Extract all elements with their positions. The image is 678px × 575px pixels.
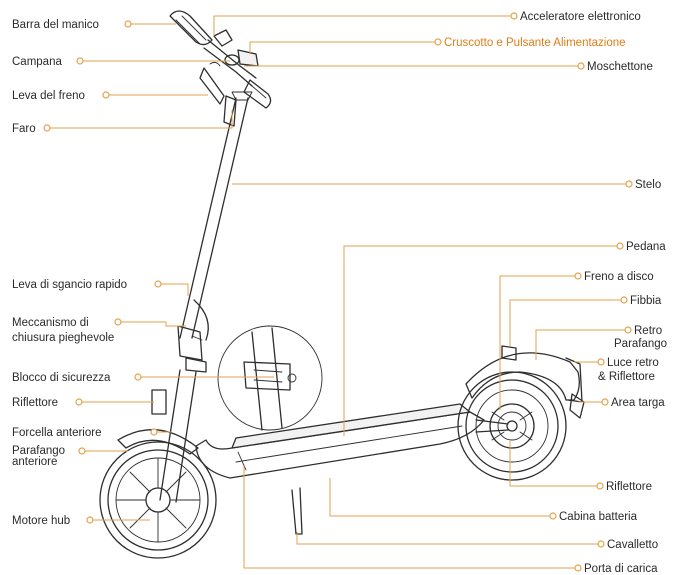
label-leva-sgancio: Leva di sgancio rapido bbox=[12, 279, 127, 291]
label-porta-carica: Porta di carica bbox=[584, 563, 658, 575]
label-meccanismo-line2: chiusura pieghevole bbox=[12, 332, 114, 344]
callout-labels: Barra del manico Campana Leva del freno … bbox=[12, 11, 667, 575]
label-acceleratore: Acceleratore elettronico bbox=[520, 11, 641, 23]
scooter-illustration bbox=[99, 10, 585, 559]
label-forcella: Forcella anteriore bbox=[12, 427, 101, 439]
label-faro: Faro bbox=[12, 123, 36, 135]
stem bbox=[179, 91, 253, 339]
label-riflettore-anteriore: Riflettore bbox=[12, 397, 58, 409]
label-leva-freno: Leva del freno bbox=[12, 90, 85, 102]
label-freno-disco: Freno a disco bbox=[584, 271, 654, 283]
label-pedana: Pedana bbox=[626, 241, 666, 253]
folding-mechanism bbox=[177, 299, 209, 373]
label-riflettore-posteriore: Riflettore bbox=[606, 481, 652, 493]
label-luce-retro-line1: Luce retro bbox=[607, 357, 659, 369]
label-cruscotto: Cruscotto e Pulsante Alimentazione bbox=[444, 37, 626, 49]
label-cabina-batteria: Cabina batteria bbox=[559, 511, 638, 523]
label-luce-retro-line2: & Riflettore bbox=[598, 371, 655, 383]
label-stelo: Stelo bbox=[635, 179, 661, 191]
label-parafango-ant-line2: anteriore bbox=[12, 456, 57, 468]
deck bbox=[195, 403, 485, 535]
label-campana: Campana bbox=[12, 56, 62, 68]
label-cavalletto: Cavalletto bbox=[607, 539, 658, 551]
handlebar bbox=[169, 10, 272, 127]
label-parafango-ant-line1: Parafango bbox=[12, 445, 65, 457]
callout-leaders bbox=[43, 12, 633, 572]
label-blocco-sicurezza: Blocco di sicurezza bbox=[12, 372, 111, 384]
label-retro-parafango-line1: Retro bbox=[634, 325, 662, 337]
label-motore-hub: Motore hub bbox=[12, 515, 70, 527]
front-assembly bbox=[99, 369, 217, 559]
label-meccanismo-line1: Meccanismo di bbox=[12, 317, 89, 329]
label-fibbia: Fibbia bbox=[630, 295, 662, 307]
lock-detail-inset bbox=[217, 325, 323, 431]
label-barra-manico: Barra del manico bbox=[12, 19, 99, 31]
label-moschettone: Moschettone bbox=[587, 61, 653, 73]
label-retro-parafango-line2: Parafango bbox=[614, 338, 667, 350]
label-area-targa: Area targa bbox=[611, 397, 665, 409]
rear-assembly bbox=[457, 345, 585, 481]
